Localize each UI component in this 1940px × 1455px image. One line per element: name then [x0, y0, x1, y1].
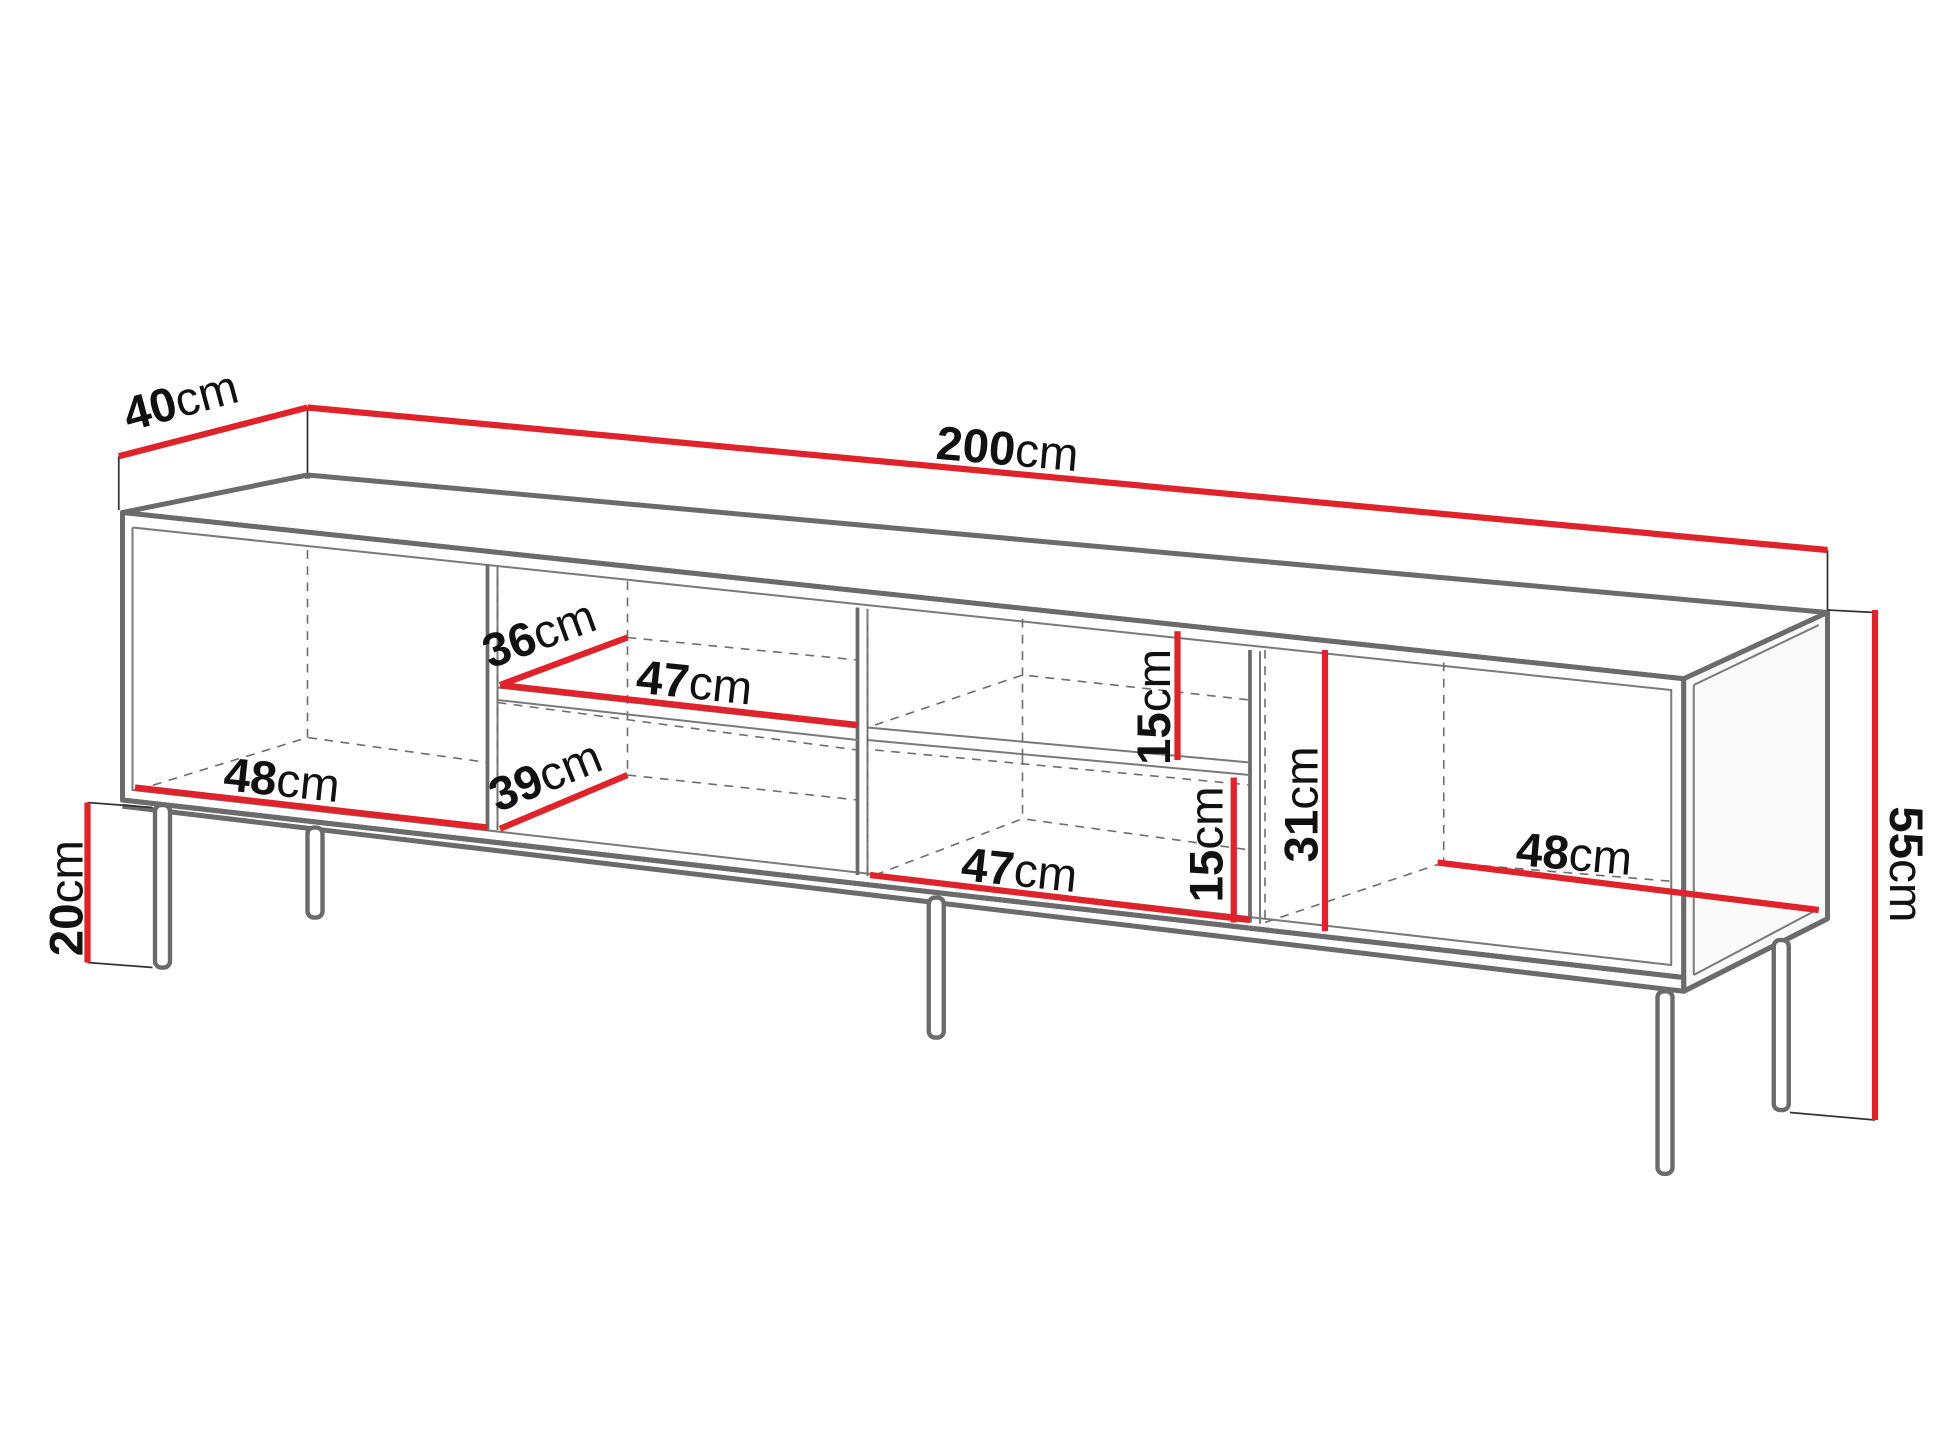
leg-front-middle: [926, 895, 946, 1040]
label-leg-height: 20cm: [40, 840, 93, 956]
dim-line-left-bay: [134, 784, 488, 831]
label-height: 55cm: [1879, 806, 1932, 922]
label-right-height: 31cm: [1276, 746, 1329, 862]
label-right-depth: 48cm: [1514, 823, 1634, 886]
leg-back-right: [1771, 937, 1791, 1113]
leg-front-left: [152, 802, 173, 970]
legs: [152, 802, 1791, 1176]
dim-line-right-depth: [1437, 859, 1820, 914]
hidden-lines: [137, 550, 1672, 924]
dim-line-mid-bottom: [869, 871, 1251, 924]
extension-lines: [87, 407, 1876, 1121]
dimension-lines: [84, 404, 1879, 1120]
dim-line-shelf-top-width: [499, 681, 858, 729]
leg-front-right: [1655, 989, 1675, 1176]
dimension-labels: 40cm 200cm 55cm 20cm 48cm 36cm 47cm 39cm: [40, 361, 1932, 957]
dim-line-depth: [117, 404, 309, 460]
label-shelf-top-width: 47cm: [634, 651, 755, 716]
dim-line-shelf-top-depth: [498, 634, 629, 688]
label-mid-upper: 15cm: [1128, 649, 1181, 765]
cabinet-outline: [120, 472, 1830, 994]
label-mid-lower: 15cm: [1181, 786, 1234, 902]
label-mid-bottom: 47cm: [959, 838, 1080, 903]
label-width: 200cm: [934, 417, 1081, 482]
dim-line-width: [307, 404, 1828, 554]
label-left-bay: 48cm: [221, 748, 342, 813]
dim-line-shelf-low-depth: [498, 772, 629, 832]
leg-back-left: [305, 825, 325, 920]
